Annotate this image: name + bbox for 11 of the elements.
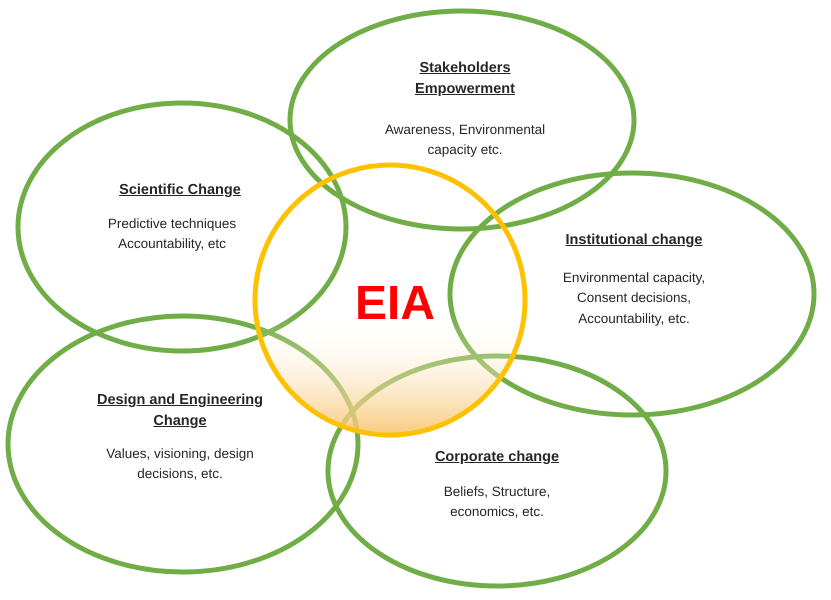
section-heading: Scientific Change xyxy=(119,181,241,200)
section-description: Awareness, Environmental capacity etc. xyxy=(384,121,546,160)
center-title: EIA xyxy=(355,278,435,331)
section-description: Beliefs, Structure, economics, etc. xyxy=(442,483,552,522)
section-description: Predictive techniques Accountability, etc xyxy=(106,215,238,254)
section-description: Environmental capacity, Consent decisions, Accountability, etc. xyxy=(562,269,706,328)
section-heading: Corporate change xyxy=(434,448,560,467)
section-heading: Stakeholders Empowerment xyxy=(414,59,516,100)
section-heading: Institutional change xyxy=(566,231,702,250)
section-heading: Design and Engineering Change xyxy=(96,391,264,432)
section-description: Values, visioning, design decisions, etc. xyxy=(105,445,255,484)
